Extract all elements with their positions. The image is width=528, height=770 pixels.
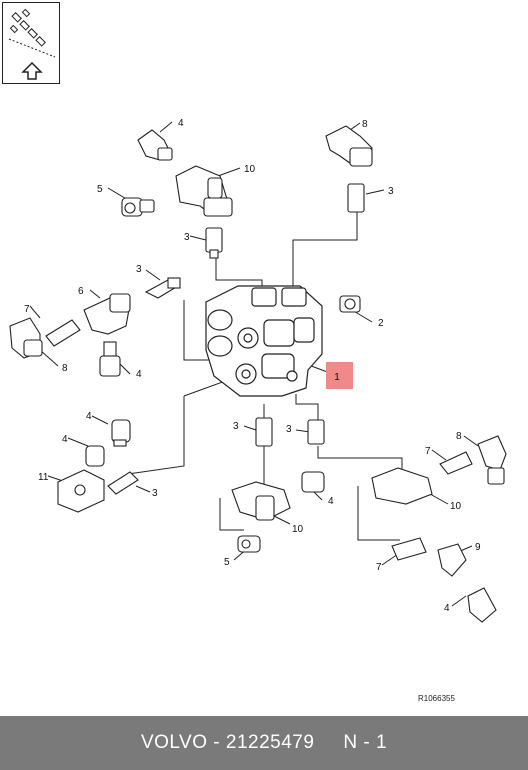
leader-line <box>127 396 185 475</box>
connector-7a <box>45 319 81 347</box>
callout-4: 4 <box>328 496 334 507</box>
leader-line <box>295 394 319 428</box>
leader-line <box>292 210 358 292</box>
leader-line <box>219 498 244 531</box>
callout-3: 3 <box>388 186 394 197</box>
cap-4b <box>99 341 121 377</box>
callout-4: 4 <box>136 369 142 380</box>
callout-8: 8 <box>62 363 68 374</box>
leader-line <box>317 446 403 470</box>
callout-7: 7 <box>376 562 382 573</box>
connector-3c <box>144 277 181 299</box>
callout-6: 6 <box>78 286 84 297</box>
callout-7: 7 <box>425 446 431 457</box>
callout-10: 10 <box>244 164 256 175</box>
callout-5: 5 <box>224 557 230 568</box>
brand-label: VOLVO <box>140 732 208 753</box>
plug-5a <box>121 197 155 217</box>
callout-4: 4 <box>178 118 184 129</box>
callout-3: 3 <box>233 421 239 432</box>
callout-9: 9 <box>475 542 481 553</box>
elbow-fitting-8c <box>477 435 507 485</box>
plug-5b <box>237 535 261 553</box>
cap-4f <box>467 587 497 623</box>
elbow-fitting-4a <box>137 129 173 161</box>
elbow-fitting-8b <box>9 317 43 359</box>
callout-3: 3 <box>152 488 158 499</box>
elbow-fitting-8a <box>325 125 373 167</box>
leader-line <box>183 300 214 361</box>
callout-10: 10 <box>292 524 304 535</box>
view-orientation-box <box>2 2 60 84</box>
connector-3a <box>205 227 223 259</box>
manifold-11 <box>57 469 105 513</box>
connector-3d <box>107 471 139 495</box>
callout-3: 3 <box>286 424 292 435</box>
valve-block <box>205 285 323 397</box>
gap <box>314 732 343 754</box>
connector-7b <box>439 451 473 475</box>
fitting-9 <box>437 543 467 577</box>
callout-8: 8 <box>456 431 462 442</box>
callout-4: 4 <box>444 603 450 614</box>
callout-4: 4 <box>86 411 92 422</box>
tee-fitting-10b <box>231 481 291 521</box>
callout-10: 10 <box>450 501 462 512</box>
connector-3b <box>347 183 365 213</box>
callout-3: 3 <box>184 232 190 243</box>
tee-fitting-10c <box>371 467 433 505</box>
view-orientation-icon <box>8 8 56 80</box>
connector-3e <box>255 417 273 447</box>
callout-labels: 1 2 3 3 3 3 3 3 4 4 4 4 4 4 5 5 6 7 7 7 … <box>24 118 481 614</box>
leader-line <box>357 486 400 541</box>
cap-4d <box>85 445 105 467</box>
part-footer: VOLVO - 21225479 N - 1 <box>0 716 528 770</box>
cap-4e <box>301 471 325 493</box>
reference-code: R1066355 <box>418 694 455 703</box>
exploded-parts-diagram: 1 2 3 3 3 3 3 3 4 4 4 4 4 4 5 5 6 7 7 7 … <box>9 118 507 623</box>
quantity-label: N - 1 <box>343 732 388 753</box>
leader-line <box>183 379 229 397</box>
cap-4c <box>111 419 131 447</box>
connector-3f <box>307 419 325 445</box>
separator: - <box>207 732 226 753</box>
tee-fitting-6 <box>83 293 131 335</box>
tee-fitting-10a <box>175 165 233 217</box>
callout-7: 7 <box>24 304 30 315</box>
plug-2 <box>339 295 361 313</box>
callout-11: 11 <box>38 472 49 483</box>
callout-1: 1 <box>334 372 340 383</box>
part-number: 21225479 <box>225 732 315 753</box>
callout-3: 3 <box>136 264 142 275</box>
callout-highlight <box>326 362 353 389</box>
callout-8: 8 <box>362 119 368 130</box>
callout-2: 2 <box>378 318 384 329</box>
callout-4: 4 <box>62 434 68 445</box>
callout-5: 5 <box>97 184 103 195</box>
connector-7c <box>391 537 427 561</box>
